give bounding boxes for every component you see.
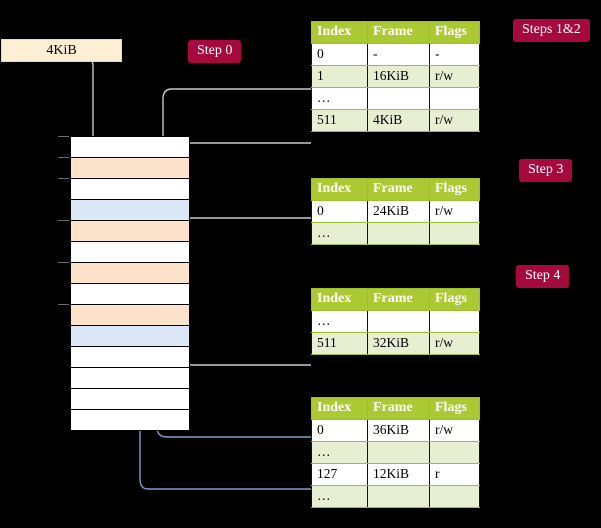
column-header-flags: Flags <box>429 397 480 420</box>
table-row: … <box>311 222 480 245</box>
physical-memory-column <box>58 136 190 444</box>
cell-flags: r/w <box>429 200 480 223</box>
cell-frame <box>367 222 430 245</box>
step-badge-4: Step 4 <box>516 265 570 288</box>
table-row: 0-- <box>311 43 480 66</box>
cell-index: 0 <box>311 43 368 66</box>
memory-frame-6 <box>70 262 190 284</box>
column-header-flags: Flags <box>429 178 480 201</box>
cell-flags <box>429 87 480 110</box>
memory-frame-0 <box>70 136 190 158</box>
table-row: … <box>311 310 480 333</box>
table-row: … <box>311 485 480 508</box>
cell-index: 127 <box>311 463 368 486</box>
cell-frame <box>367 310 430 333</box>
frame-tick-0 <box>58 136 69 137</box>
memory-frame-10 <box>70 346 190 368</box>
memory-frame-2 <box>70 178 190 200</box>
memory-frame-1 <box>70 157 190 179</box>
cell-index: 511 <box>311 332 368 355</box>
cell-frame: 16KiB <box>367 65 430 88</box>
cell-flags <box>429 441 480 464</box>
cell-index: … <box>311 222 368 245</box>
frame-tick-1 <box>58 157 69 158</box>
cell-frame: 4KiB <box>367 109 430 132</box>
cell-frame: 24KiB <box>367 200 430 223</box>
cell-index: 1 <box>311 65 368 88</box>
step-badge-3: Step 3 <box>519 159 573 182</box>
cell-index: … <box>311 87 368 110</box>
table-row: … <box>311 441 480 464</box>
memory-frame-4 <box>70 220 190 242</box>
cell-frame: - <box>367 43 430 66</box>
page-size-label: 4KiB <box>1 39 122 62</box>
cell-frame: 32KiB <box>367 332 430 355</box>
frame-tick-8 <box>58 304 69 305</box>
cell-index: … <box>311 441 368 464</box>
memory-frame-3 <box>70 199 190 221</box>
cell-flags: r/w <box>429 109 480 132</box>
cell-frame <box>367 441 430 464</box>
column-header-frame: Frame <box>367 288 430 311</box>
frame-tick-4 <box>58 220 69 221</box>
cell-index: 0 <box>311 419 368 442</box>
column-header-frame: Frame <box>367 178 430 201</box>
cell-index: 0 <box>311 200 368 223</box>
column-header-index: Index <box>311 288 368 311</box>
cell-flags: r/w <box>429 65 480 88</box>
memory-frame-13 <box>70 409 190 431</box>
column-header-frame: Frame <box>367 21 430 44</box>
memory-frame-8 <box>70 304 190 326</box>
column-header-index: Index <box>311 178 368 201</box>
column-header-flags: Flags <box>429 288 480 311</box>
column-header-frame: Frame <box>367 397 430 420</box>
column-header-index: Index <box>311 397 368 420</box>
cell-index: … <box>311 485 368 508</box>
cell-flags: r/w <box>429 332 480 355</box>
memory-frame-7 <box>70 283 190 305</box>
frame-tick-2 <box>58 178 69 179</box>
cell-flags: r <box>429 463 480 486</box>
memory-frame-11 <box>70 367 190 389</box>
memory-frame-5 <box>70 241 190 263</box>
step-badge-0: Step 0 <box>188 40 242 63</box>
column-header-flags: Flags <box>429 21 480 44</box>
cell-flags <box>429 222 480 245</box>
cell-index: 511 <box>311 109 368 132</box>
frame-tick-6 <box>58 262 69 263</box>
cell-frame: 36KiB <box>367 419 430 442</box>
cell-frame <box>367 87 430 110</box>
memory-frame-12 <box>70 388 190 410</box>
step-badge-1-2: Steps 1&2 <box>513 19 590 42</box>
cell-flags <box>429 485 480 508</box>
cell-frame <box>367 485 430 508</box>
cell-frame: 12KiB <box>367 463 430 486</box>
cell-flags: - <box>429 43 480 66</box>
memory-frame-9 <box>70 325 190 347</box>
table-row: … <box>311 87 480 110</box>
cell-index: … <box>311 310 368 333</box>
cell-flags <box>429 310 480 333</box>
column-header-index: Index <box>311 21 368 44</box>
cell-flags: r/w <box>429 419 480 442</box>
